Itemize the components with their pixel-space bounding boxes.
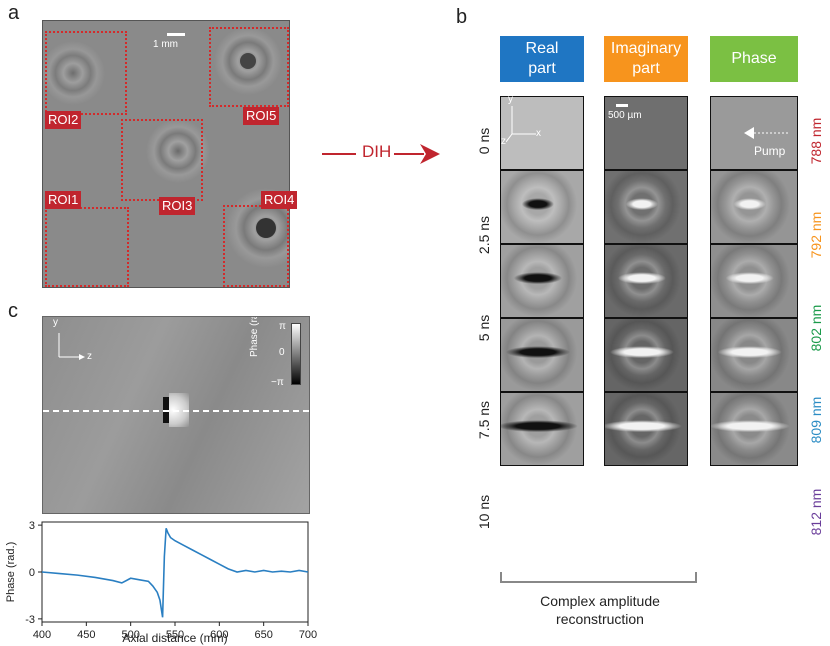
- colorbar-bot: −π: [271, 377, 284, 388]
- x-axis-label: Axial distance (mm): [122, 631, 227, 645]
- roi-box-3: [121, 119, 203, 201]
- scale-bar-500: [616, 104, 628, 107]
- roi-box-5: [209, 27, 289, 107]
- cell-r0-c0: [500, 96, 584, 170]
- wavelength-label-3: 809 nm: [808, 396, 824, 444]
- phase-map-axis-z: z: [87, 351, 92, 362]
- cell-r1-c1: [604, 170, 688, 244]
- wavelength-label-4: 812 nm: [808, 488, 824, 536]
- hologram-image: 1 mm ROI2 ROI5 ROI3 ROI1 ROI4: [42, 20, 298, 288]
- x-tick-label-3: 550: [166, 629, 184, 641]
- dih-label: DIH: [362, 142, 392, 161]
- roi-tag-3: ROI3: [159, 197, 196, 215]
- header-phase: Phase: [710, 36, 798, 82]
- dih-arrow-icon: [394, 144, 440, 164]
- bracket-caption-line-2: reconstruction: [556, 611, 644, 627]
- phase-map-axis-y: y: [53, 317, 58, 328]
- roi-tag-2: ROI2: [45, 111, 82, 129]
- x-tick-label-6: 700: [299, 629, 317, 641]
- wavelength-label-1: 792 nm: [808, 211, 824, 259]
- cell-r2-c0: [500, 244, 584, 318]
- phase-map-dashed-line: [43, 410, 309, 412]
- bracket-caption: Complex amplitude reconstruction: [490, 592, 710, 628]
- colorbar-top: π: [279, 321, 286, 332]
- pump-arrow-icon: [744, 127, 790, 139]
- header-real: Real part: [500, 36, 584, 82]
- phase-map-image: y z π 0 −π Phase (rad.): [42, 316, 310, 514]
- header-imaginary-label: Imaginary part: [610, 40, 682, 77]
- x-tick-label-5: 650: [254, 629, 272, 641]
- panel-label-a: a: [8, 2, 20, 24]
- cell-r1-c0: [500, 170, 584, 244]
- series-line: [41, 527, 309, 618]
- cell-r2-c1: [604, 244, 688, 318]
- axes-xyz-icon: [506, 106, 536, 143]
- scale-bar-500-label: 500 µm: [608, 110, 642, 121]
- x-tick-label-4: 600: [210, 629, 228, 641]
- roi-box-1: [45, 207, 129, 287]
- cell-r0-c1: [604, 96, 688, 170]
- cell-r4-c1: [604, 392, 688, 466]
- axis-label-axis_y: y: [508, 94, 513, 105]
- pump-label: Pump: [754, 144, 786, 158]
- cell-r3-c2: [710, 318, 798, 392]
- wavelength-label-2: 802 nm: [808, 304, 824, 352]
- axis-label-axis_z: z: [501, 136, 506, 147]
- header-imaginary: Imaginary part: [604, 36, 688, 82]
- bracket-icon: [500, 572, 697, 583]
- colorbar-label: Phase (rad.): [249, 316, 260, 357]
- y-tick-label-1: 0: [29, 567, 35, 579]
- bracket-caption-line-1: Complex amplitude: [540, 593, 660, 609]
- y-axis-label: Phase (rad.): [5, 542, 17, 603]
- cell-r4-c2: [710, 392, 798, 466]
- roi-box-2: [45, 31, 127, 115]
- x-tick-label-1: 450: [77, 629, 95, 641]
- colorbar-mid: 0: [279, 347, 285, 358]
- time-label-1: 2.5 ns: [476, 215, 492, 255]
- x-tick-label-2: 500: [121, 629, 139, 641]
- roi-box-4: [223, 205, 289, 287]
- time-label-4: 10 ns: [476, 494, 492, 530]
- cell-r1-c2: [710, 170, 798, 244]
- y-tick-label-0: -3: [25, 614, 35, 626]
- wavelength-label-0: 788 nm: [808, 117, 824, 165]
- dih-arrow-line-left: [322, 153, 356, 155]
- roi-tag-4: ROI4: [261, 191, 298, 209]
- axes-yz-icon: [58, 333, 85, 360]
- header-phase-label: Phase: [731, 50, 777, 67]
- hologram-fringes: [43, 27, 289, 268]
- cell-r2-c2: [710, 244, 798, 318]
- cell-r4-c0: [500, 392, 584, 466]
- panel-label-c: c: [8, 300, 18, 322]
- time-label-0: 0 ns: [476, 127, 492, 155]
- cell-r3-c0: [500, 318, 584, 392]
- axis-label-axis_x: x: [536, 128, 541, 139]
- scale-bar: [167, 33, 185, 36]
- roi-tag-1: ROI1: [45, 191, 82, 209]
- panel-label-b: b: [456, 6, 468, 28]
- header-real-label: Real part: [525, 40, 559, 77]
- time-label-2: 5 ns: [476, 314, 492, 342]
- roi-tag-5: ROI5: [243, 107, 280, 125]
- cell-r3-c1: [604, 318, 688, 392]
- colorbar: [291, 323, 301, 385]
- scale-bar-label: 1 mm: [153, 39, 178, 50]
- x-tick-label-0: 400: [33, 629, 51, 641]
- time-label-3: 7.5 ns: [476, 400, 492, 440]
- y-tick-label-2: 3: [29, 520, 35, 532]
